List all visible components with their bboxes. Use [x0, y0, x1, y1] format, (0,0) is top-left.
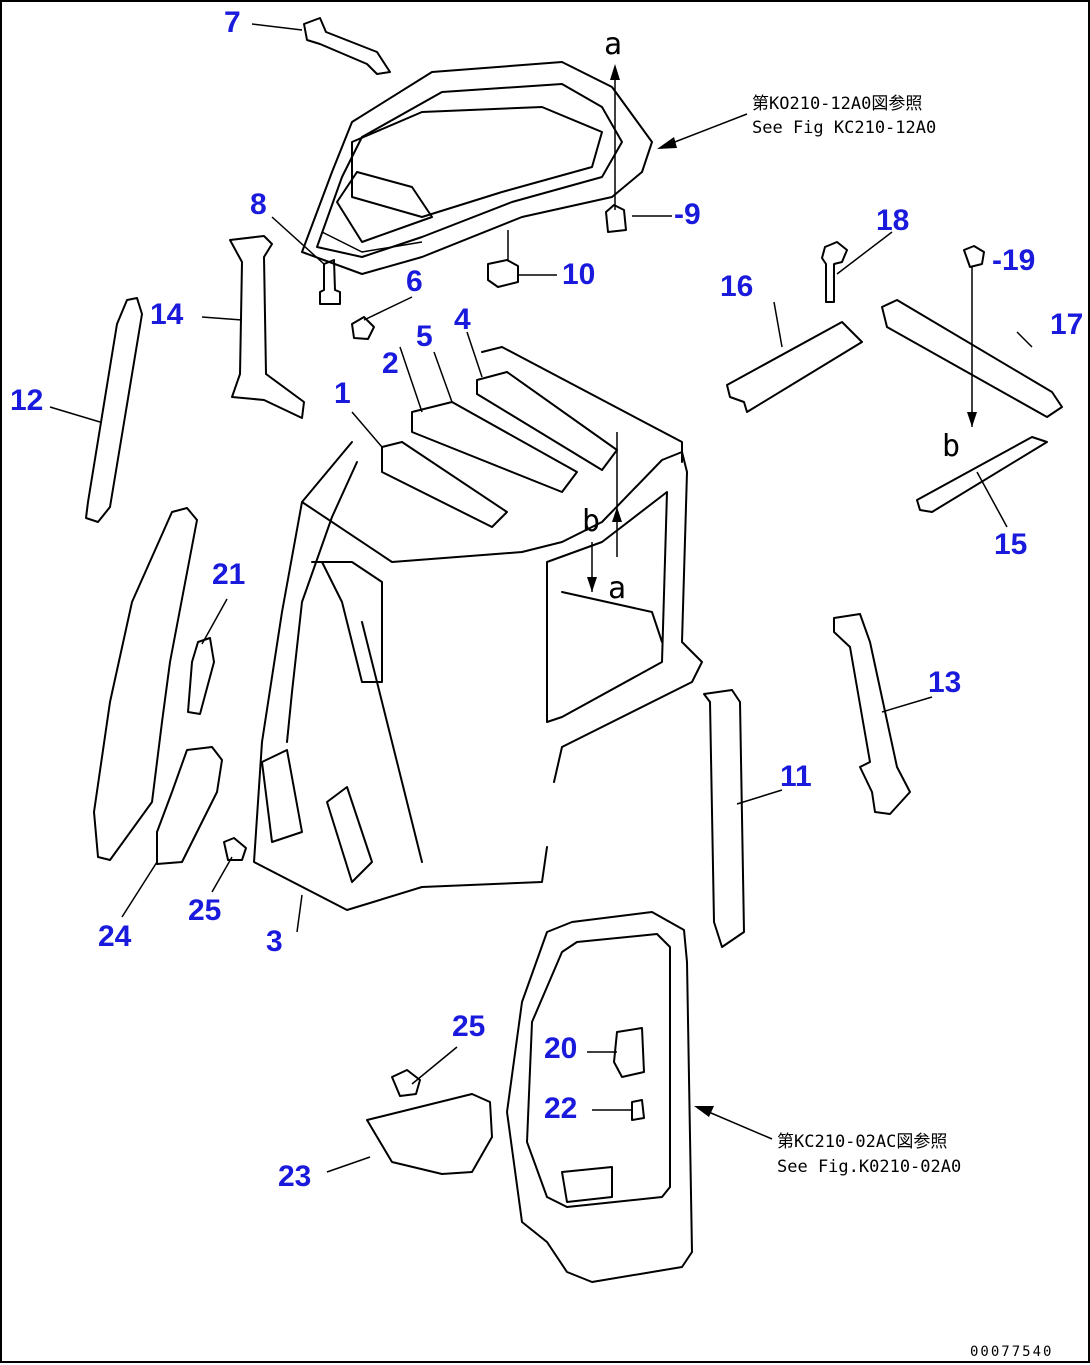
letter-b-right: b	[942, 429, 961, 464]
part-12-drawing	[85, 297, 143, 523]
leader-lines	[49, 23, 1033, 1173]
callout-22: 22	[544, 1092, 578, 1125]
callout-11: 11	[780, 760, 812, 793]
part-20-drawing	[613, 1027, 645, 1078]
part-2-drawing	[411, 401, 578, 493]
letter-b-mid: b	[582, 504, 601, 539]
callout-4: 4	[454, 303, 471, 336]
callout-8: 8	[250, 188, 267, 221]
part-6-drawing	[351, 316, 375, 340]
part-18-drawing	[821, 241, 848, 303]
callout-10: 10	[562, 258, 596, 291]
callout-9: -9	[674, 198, 701, 231]
roof-assembly-drawing	[301, 61, 653, 275]
part-25-left-drawing	[223, 837, 247, 861]
callout-18: 18	[876, 204, 910, 237]
callout-6: 6	[406, 265, 423, 298]
callout-19: -19	[992, 244, 1036, 277]
part-19-drawing	[963, 245, 985, 268]
part-17-drawing	[881, 299, 1063, 418]
cab-frame-drawing	[253, 346, 703, 911]
callout-3: 3	[266, 925, 283, 958]
part-8-drawing	[319, 259, 341, 305]
reference-top-jp: 第KO210-12A0図参照	[752, 94, 923, 114]
callout-23: 23	[278, 1160, 312, 1193]
part-14-drawing	[229, 235, 305, 419]
part-11-drawing	[703, 689, 745, 948]
callout-15: 15	[994, 528, 1028, 561]
part-23-drawing	[366, 1093, 493, 1175]
part-13-drawing	[833, 613, 911, 815]
part-7-drawing	[303, 17, 391, 75]
callout-20: 20	[544, 1032, 578, 1065]
callout-17: 17	[1050, 308, 1084, 341]
part-9-drawing	[605, 204, 627, 233]
callout-5: 5	[416, 320, 433, 353]
door-drawing	[506, 911, 693, 1283]
callout-24: 24	[98, 920, 132, 953]
reference-bottom-en: See Fig.K0210-02A0	[777, 1157, 962, 1177]
part-16-drawing	[726, 321, 863, 413]
part-24-drawing	[93, 507, 198, 861]
callout-14: 14	[150, 298, 184, 331]
part-21-drawing	[187, 637, 215, 715]
callout-13: 13	[928, 666, 962, 699]
callout-2: 2	[382, 347, 399, 380]
part-1-drawing	[381, 441, 508, 528]
callout-21: 21	[212, 558, 246, 591]
part-22-drawing	[631, 1099, 645, 1121]
callout-16: 16	[720, 270, 754, 303]
callout-25-left: 25	[188, 894, 222, 927]
callout-7: 7	[224, 6, 241, 39]
part-10-drawing	[487, 259, 519, 288]
part-4-drawing	[476, 371, 618, 471]
part-24b-drawing	[156, 746, 223, 865]
letter-a-mid: a	[608, 571, 627, 606]
drawing-id: 00077540	[970, 1344, 1054, 1360]
callout-12: 12	[10, 384, 44, 417]
callout-1: 1	[334, 377, 351, 410]
part-15-drawing	[916, 436, 1048, 513]
reference-top-en: See Fig KC210-12A0	[752, 118, 937, 138]
part-25-bottom-drawing	[391, 1069, 421, 1097]
letter-a-top: a	[604, 27, 623, 62]
reference-bottom-jp: 第KC210-02AC図参照	[777, 1132, 948, 1152]
callout-25-bottom: 25	[452, 1010, 486, 1043]
